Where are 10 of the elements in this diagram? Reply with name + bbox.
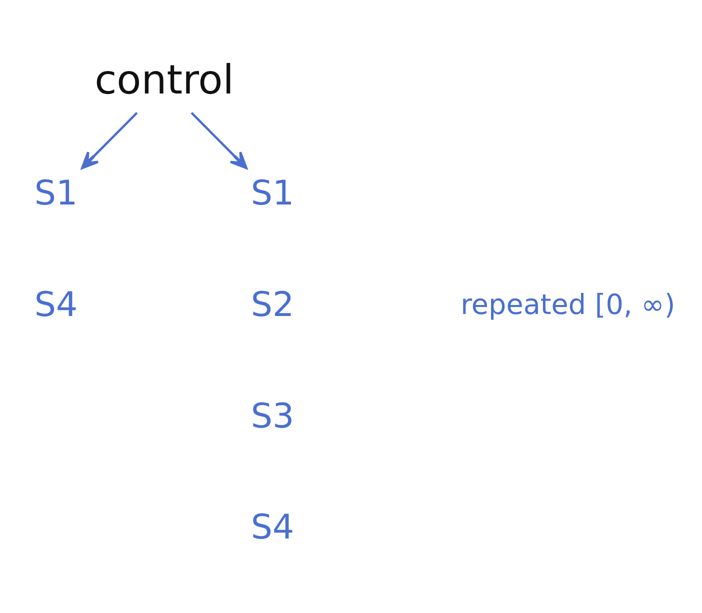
node-text: S2 xyxy=(250,284,294,325)
node-text: S1 xyxy=(34,174,78,214)
label: repeated [0, ∞) xyxy=(460,288,676,322)
node-text: S4 xyxy=(34,284,78,325)
node-text: S4 xyxy=(250,508,294,548)
arrow xyxy=(81,112,138,170)
node-text: control xyxy=(94,58,234,104)
node-text: S1 xyxy=(250,174,294,214)
arrow xyxy=(190,112,248,170)
node-text: S3 xyxy=(250,396,294,436)
